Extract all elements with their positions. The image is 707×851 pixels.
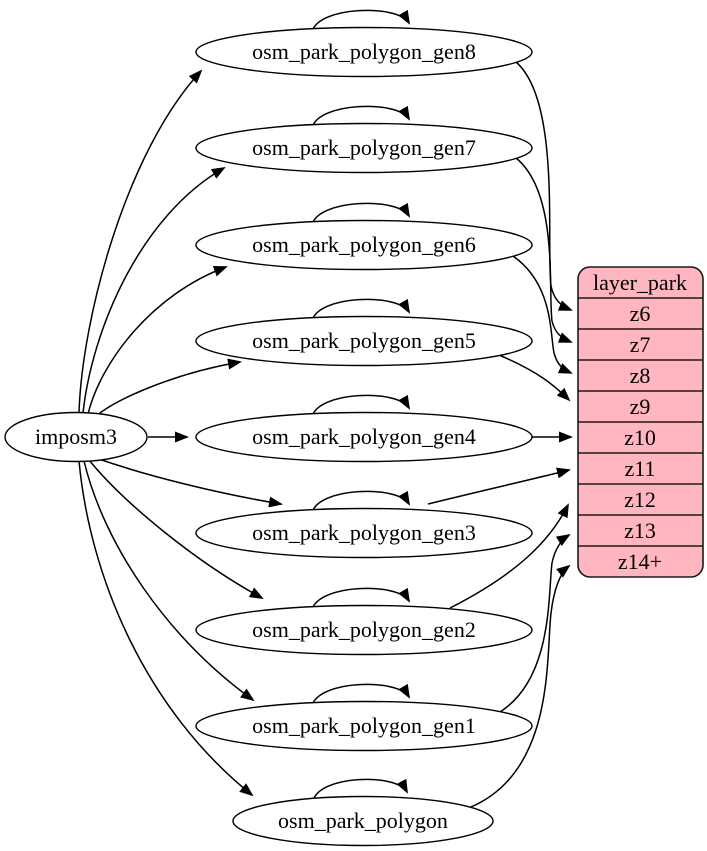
table-label: osm_park_polygon_gen1 <box>252 713 476 738</box>
edge-osm-park-polygon-gen1-to-z13 <box>499 533 571 713</box>
layer-park-title: layer_park <box>593 270 687 295</box>
edge-imposm3-to-osm-park-polygon-gen1 <box>83 460 255 702</box>
layer-park-row-z7: z7 <box>630 332 651 357</box>
edge-osm-park-polygon-gen3-to-z11 <box>427 467 571 505</box>
table-ellipse <box>195 700 533 752</box>
edge-imposm3-to-osm-park-polygon-gen3 <box>95 457 283 508</box>
table-label: osm_park_polygon <box>278 808 448 833</box>
table-ellipse <box>195 604 533 656</box>
self-loop-osm-park-polygon <box>312 778 408 802</box>
node-osm-park-polygon-gen5: osm_park_polygon_gen5 <box>195 315 533 367</box>
table-ellipse <box>195 122 533 174</box>
table-ellipse <box>232 795 494 847</box>
node-osm-park-polygon-gen7: osm_park_polygon_gen7 <box>195 122 533 174</box>
self-loop-osm-park-polygon-gen7 <box>311 105 411 129</box>
self-loop-osm-park-polygon-gen8 <box>311 9 411 33</box>
table-ellipse <box>195 507 533 559</box>
layer-park-row-z8: z8 <box>630 363 651 388</box>
edge-imposm3-to-osm-park-polygon <box>78 460 254 797</box>
edge-imposm3-to-osm-park-polygon-gen5 <box>95 358 242 417</box>
edges-imposm3-to-tables <box>78 69 283 797</box>
layer-park-row-z13: z13 <box>624 518 656 543</box>
node-osm-park-polygon-gen1: osm_park_polygon_gen1 <box>195 700 533 752</box>
self-loop-edges <box>311 9 411 802</box>
node-osm-park-polygon: osm_park_polygon <box>232 795 494 847</box>
edge-osm-park-polygon-gen6-to-z8 <box>512 255 573 374</box>
edges-tables-to-layer <box>427 61 573 808</box>
node-osm-park-polygon-gen3: osm_park_polygon_gen3 <box>195 507 533 559</box>
table-label: osm_park_polygon_gen2 <box>252 617 476 642</box>
layer-park-row-separators <box>578 297 703 547</box>
edge-imposm3-to-osm-park-polygon-gen7 <box>82 167 226 414</box>
edge-osm-park-polygon-gen5-to-z9 <box>498 354 571 402</box>
edge-osm-park-polygon-gen2-to-z12 <box>449 503 569 609</box>
edge-imposm3-to-osm-park-polygon-gen8 <box>78 69 203 414</box>
table-label: osm_park_polygon_gen3 <box>252 520 476 545</box>
node-osm-park-polygon-gen6: osm_park_polygon_gen6 <box>195 219 533 271</box>
self-loop-osm-park-polygon-gen2 <box>311 587 411 611</box>
imposm3-label: imposm3 <box>35 424 117 449</box>
table-label: osm_park_polygon_gen4 <box>252 424 476 449</box>
layer-park-row-z14: z14+ <box>618 549 662 574</box>
layer-park-row-z11: z11 <box>625 456 656 481</box>
imposm3-ellipse <box>4 411 148 463</box>
node-osm-park-polygon-gen2: osm_park_polygon_gen2 <box>195 604 533 656</box>
table-ellipse <box>195 315 533 367</box>
node-imposm3: imposm3 <box>4 411 148 463</box>
layer-park-row-z12: z12 <box>624 487 656 512</box>
self-loop-osm-park-polygon-gen3 <box>311 490 411 514</box>
layer-park-row-z9: z9 <box>630 394 651 419</box>
table-label: osm_park_polygon_gen6 <box>252 232 476 257</box>
table-ellipse <box>195 411 533 463</box>
table-label: osm_park_polygon_gen5 <box>252 328 476 353</box>
table-ellipse <box>195 219 533 271</box>
edge-osm-park-polygon-to-z14 <box>470 564 571 808</box>
self-loop-osm-park-polygon-gen6 <box>311 202 411 226</box>
node-osm-park-polygon-gen4: osm_park_polygon_gen4 <box>195 411 533 463</box>
self-loop-osm-park-polygon-gen4 <box>311 394 411 418</box>
self-loop-osm-park-polygon-gen1 <box>311 683 411 707</box>
edge-imposm3-to-osm-park-polygon-gen6 <box>87 266 228 415</box>
edge-osm-park-polygon-gen8-to-z6 <box>515 61 573 311</box>
table-label: osm_park_polygon_gen7 <box>252 135 476 160</box>
edge-imposm3-to-osm-park-polygon-gen2 <box>88 459 264 599</box>
self-loop-osm-park-polygon-gen5 <box>311 298 411 322</box>
edge-osm-park-polygon-gen7-to-z7 <box>515 157 573 343</box>
layer-park-row-z6: z6 <box>630 301 651 326</box>
table-label: osm_park_polygon_gen8 <box>252 39 476 64</box>
layer-park-row-z10: z10 <box>624 425 656 450</box>
layer-park-node: layer_park z6 z7 z8 z9 z10 z11 z12 z13 z… <box>577 266 704 578</box>
table-ellipse <box>195 26 533 78</box>
node-osm-park-polygon-gen8: osm_park_polygon_gen8 <box>195 26 533 78</box>
